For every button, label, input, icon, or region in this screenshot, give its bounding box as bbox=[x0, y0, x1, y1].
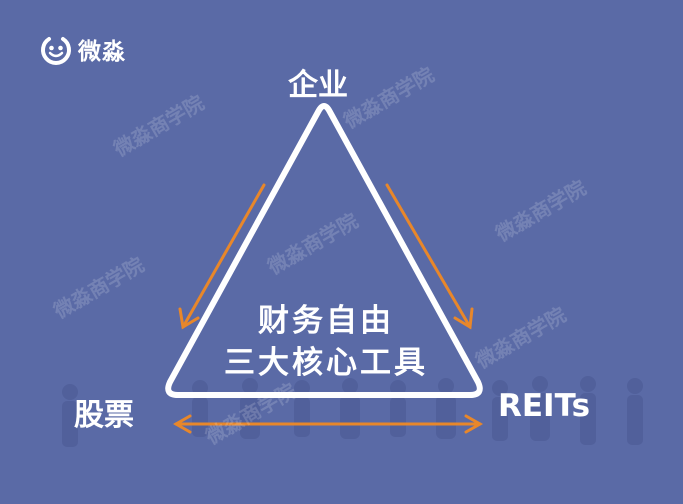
node-enterprise: 企业 bbox=[288, 68, 348, 103]
node-stocks: 股票 bbox=[74, 398, 134, 433]
node-reits: REITs bbox=[498, 388, 591, 424]
arrow-right-down bbox=[385, 183, 474, 330]
center-title: 财务自由 bbox=[258, 303, 394, 339]
arrow-left-down bbox=[178, 183, 266, 330]
crowd-silhouettes bbox=[62, 376, 643, 447]
brand-name: 微淼 bbox=[78, 39, 126, 65]
center-label: 财务自由 三大核心工具 bbox=[196, 300, 456, 384]
brand-logo: 微淼 bbox=[40, 32, 126, 66]
arrow-bottom-bidirectional bbox=[172, 414, 484, 434]
center-subtitle: 三大核心工具 bbox=[224, 345, 428, 381]
central-triangle bbox=[165, 103, 483, 398]
smile-logo-icon bbox=[41, 37, 71, 65]
